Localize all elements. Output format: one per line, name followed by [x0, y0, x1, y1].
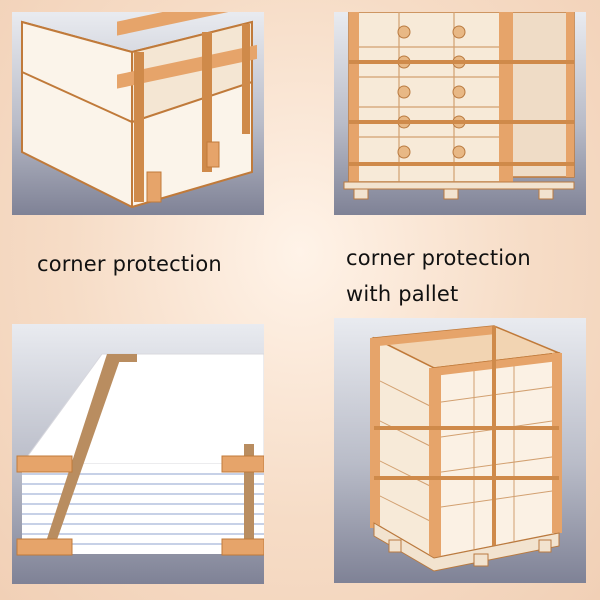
stacked-boards-drawing [21, 12, 257, 209]
caption-corner-protection-pallet-line1: corner protection [346, 246, 531, 270]
caption-corner-protection-pallet-line2: with pallet [346, 282, 459, 306]
cube-pallet-drawing [370, 325, 562, 572]
sheet-stack-illustration [12, 324, 264, 584]
cube-pallet-illustration [334, 318, 586, 583]
stacked-boards-illustration [12, 12, 264, 215]
boxes-on-pallet-illustration [334, 12, 586, 215]
caption-corner-protection: corner protection [37, 252, 222, 276]
boxes-pallet-drawing [343, 12, 575, 200]
sheet-stack-drawing [16, 353, 264, 556]
